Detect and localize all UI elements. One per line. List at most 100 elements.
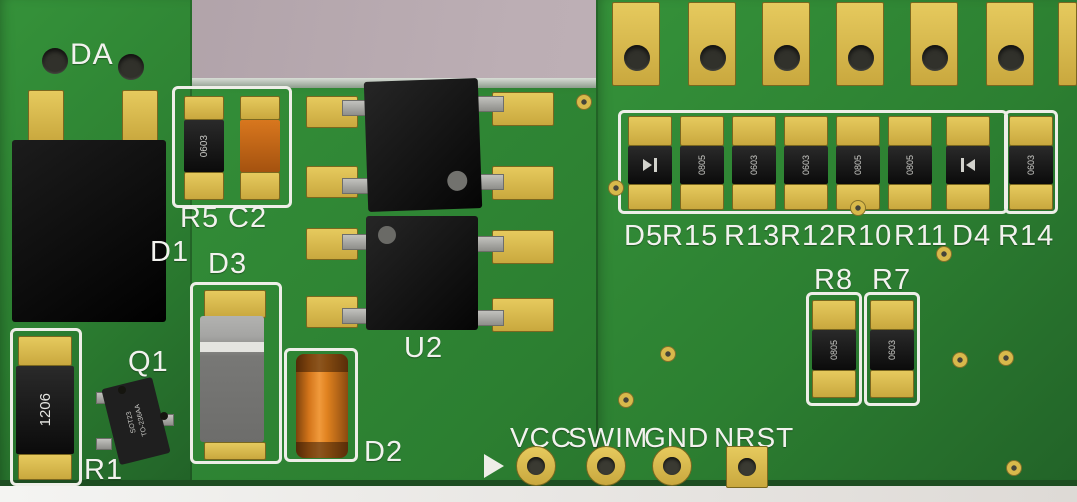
pad xyxy=(628,184,672,210)
drill-hole xyxy=(700,45,726,71)
pad xyxy=(122,90,158,142)
silkscreen-outline xyxy=(10,328,82,486)
chip-marking: 0805 xyxy=(853,154,863,176)
silkscreen-outline xyxy=(864,292,920,406)
silkscreen-label-d2: D2 xyxy=(364,436,404,468)
pad xyxy=(628,116,672,146)
silkscreen-label-r1: R1 xyxy=(84,454,124,486)
pin xyxy=(96,438,112,450)
pad xyxy=(946,184,990,210)
connector-pad xyxy=(836,2,884,86)
silkscreen-label-r12: R12 xyxy=(780,220,837,252)
via xyxy=(952,352,968,368)
diode-mark-icon xyxy=(643,158,657,172)
pad xyxy=(732,116,776,146)
silkscreen-label-d3: D3 xyxy=(208,248,248,280)
drill-hole xyxy=(624,45,650,71)
silkscreen-label-c2: C2 xyxy=(228,202,268,234)
component-r13-body: 0603 xyxy=(732,146,776,184)
via xyxy=(576,94,592,110)
pad xyxy=(680,116,724,146)
component-r10-body: 0805 xyxy=(836,146,880,184)
silkscreen-outline xyxy=(190,282,282,464)
silkscreen-label-r13: R13 xyxy=(724,220,781,252)
component-r1-body: 1206 xyxy=(16,366,74,454)
diode-triangle xyxy=(966,159,975,171)
component-r7-body: 0603 xyxy=(870,330,914,370)
pad xyxy=(784,184,828,210)
silkscreen-outline xyxy=(172,86,292,208)
mounting-hole xyxy=(118,54,144,80)
pin xyxy=(476,310,504,326)
chip-marking: 0603 xyxy=(1026,154,1036,176)
pad xyxy=(18,454,72,480)
pin1-dot xyxy=(378,226,396,244)
silkscreen-outline xyxy=(1004,110,1058,214)
connector-pad xyxy=(612,2,660,86)
pad xyxy=(204,442,266,460)
silkscreen-label-d1: D1 xyxy=(150,236,190,268)
pad xyxy=(240,172,280,200)
drill-hole xyxy=(998,45,1024,71)
pin1-dot xyxy=(446,170,468,192)
pad xyxy=(870,370,914,398)
pad xyxy=(836,116,880,146)
silkscreen-outline xyxy=(806,292,862,406)
drill-hole xyxy=(597,457,615,475)
diode-bar xyxy=(961,158,964,172)
drill-hole xyxy=(118,386,126,394)
chip-marking: 0805 xyxy=(697,154,707,176)
drill-hole xyxy=(922,45,948,71)
silkscreen-label-r7: R7 xyxy=(872,264,912,296)
pad xyxy=(204,290,266,318)
pin1-arrow-icon xyxy=(484,454,504,478)
silkscreen-label-r15: R15 xyxy=(662,220,719,252)
silkscreen-label-d4: D4 xyxy=(952,220,992,252)
pin xyxy=(476,96,504,112)
via xyxy=(618,392,634,408)
pad xyxy=(888,116,932,146)
chip-marking: 0603 xyxy=(801,154,811,176)
pad xyxy=(732,184,776,210)
drill-hole xyxy=(774,45,800,71)
pad xyxy=(240,96,280,120)
chip-marking: 0805 xyxy=(829,339,839,361)
drill-hole xyxy=(663,457,681,475)
diode-mark-icon xyxy=(961,158,975,172)
silkscreen-label-u2: U2 xyxy=(404,332,444,364)
connector-pad xyxy=(986,2,1034,86)
component-r11-body: 0805 xyxy=(888,146,932,184)
chip-marking: 0603 xyxy=(749,154,759,176)
pad xyxy=(812,300,856,330)
pin xyxy=(342,178,370,194)
header-pad-gnd xyxy=(652,446,692,486)
header-pad-vcc xyxy=(516,446,556,486)
silkscreen-outline xyxy=(284,348,358,462)
pad xyxy=(870,300,914,330)
diode-bar xyxy=(654,158,657,172)
pad xyxy=(888,184,932,210)
via xyxy=(936,246,952,262)
capacitor-band xyxy=(296,442,348,458)
component-u2a-body xyxy=(363,78,483,212)
silkscreen-board-id: DA xyxy=(70,38,114,71)
connector-pad xyxy=(1058,2,1077,86)
pad xyxy=(784,116,828,146)
pad xyxy=(184,172,224,200)
chip-marking: 0603 xyxy=(198,134,210,158)
pad xyxy=(680,184,724,210)
connector-pad xyxy=(910,2,958,86)
pad xyxy=(812,370,856,398)
chip-marking: 0603 xyxy=(887,339,897,361)
silkscreen-label-r14: R14 xyxy=(998,220,1055,252)
mounting-hole xyxy=(42,48,68,74)
silkscreen-label-d5: D5 xyxy=(624,220,664,252)
diode-band xyxy=(200,342,264,352)
component-u2b-body xyxy=(366,216,478,330)
component-c2-body xyxy=(240,120,280,172)
pad xyxy=(946,116,990,146)
header-pad-nrst xyxy=(726,446,768,488)
pin xyxy=(476,236,504,252)
pad xyxy=(18,336,72,366)
